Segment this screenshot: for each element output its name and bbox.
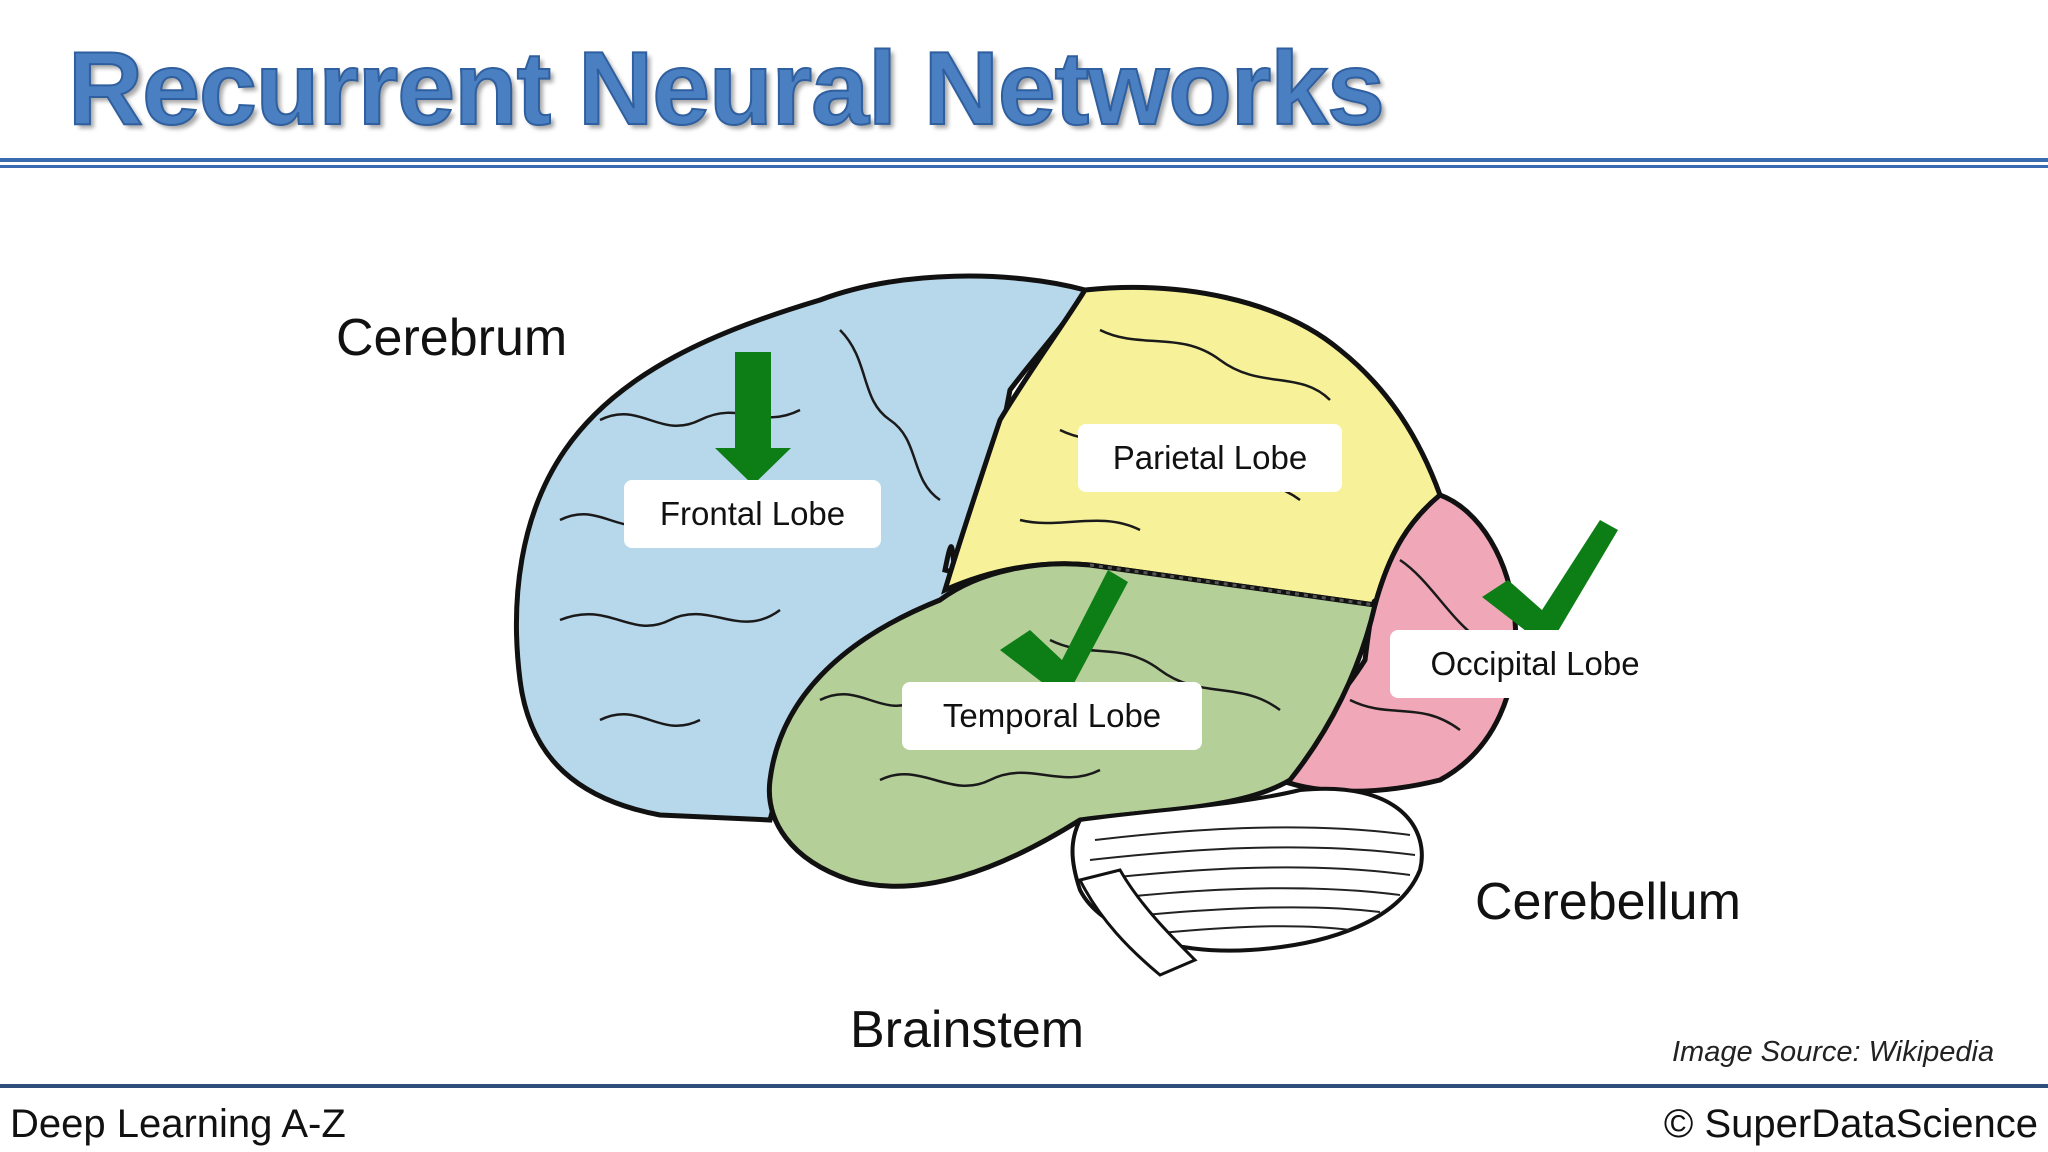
frontal-lobe-label: Frontal Lobe xyxy=(624,480,881,548)
temporal-lobe-label: Temporal Lobe xyxy=(902,682,1202,750)
cerebellum-label: Cerebellum xyxy=(1475,873,1741,931)
arrow-down-icon xyxy=(715,352,791,485)
cerebrum-label: Cerebrum xyxy=(336,309,568,367)
image-source-credit: Image Source: Wikipedia xyxy=(1672,1036,1995,1068)
checkmark-icon xyxy=(1000,570,1128,700)
parietal-lobe-label: Parietal Lobe xyxy=(1078,424,1342,492)
footer-course-name: Deep Learning A-Z xyxy=(10,1102,346,1146)
footer-copyright: © SuperDataScience xyxy=(1663,1102,2038,1146)
slide-title: Recurrent Neural Networks xyxy=(67,30,1386,148)
footer-divider xyxy=(0,1084,2048,1088)
checkmark-icon xyxy=(1482,520,1618,648)
brainstem-label: Brainstem xyxy=(850,1001,1085,1059)
title-divider xyxy=(0,158,2048,162)
brainstem-region xyxy=(1077,868,1198,977)
title-divider-secondary xyxy=(0,165,2048,168)
occipital-lobe-label: Occipital Lobe xyxy=(1390,630,1680,698)
